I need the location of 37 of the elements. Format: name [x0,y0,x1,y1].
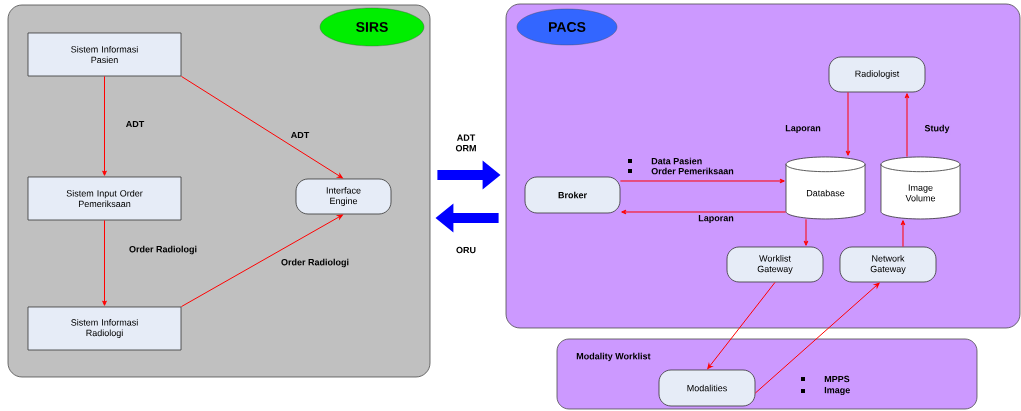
bullet-text: Data Pasien [651,157,702,165]
rounded-box: Worklist Gateway [726,246,824,283]
edge-label: Study [923,123,951,135]
arrow [102,219,107,306]
arrow [845,91,851,156]
arrow [180,214,343,308]
rounded-box: Interface Engine [295,178,392,215]
arrow [900,220,906,248]
bullet-text: MPPS [824,375,850,383]
rounded-box: Broker [524,176,621,214]
rounded-box: Network Gateway [839,246,937,283]
edge-label: Order Radiologi [280,257,350,269]
arrow [803,218,809,246]
process-box: Sistem Input Order Pemeriksaan [27,176,182,221]
arrow [707,281,776,370]
rounded-box: Modalities [658,369,756,407]
arrow [102,75,107,176]
edge-label: Laporan [784,123,822,134]
rounded-box: Radiologist [828,56,926,93]
edge-label: ADT [289,130,311,140]
process-box: Sistem Informasi Pasien [27,32,182,77]
edge-label: Order Radiologi [128,244,198,256]
arrow [180,75,343,179]
panel-title: Modality Worklist [576,352,651,362]
edge-label: ADT [124,119,146,129]
arrow [619,178,785,184]
bullet-text: Order Pemeriksaan [651,167,734,175]
bullet-text: Image [824,386,850,396]
arrow [904,93,910,158]
arrow [621,209,787,215]
edge-label: Laporan [697,213,735,224]
edge-label: ADT ORM [450,133,482,153]
process-box: Sistem Informasi Radiologi [27,306,182,351]
edge-label: ORU [455,245,477,255]
database-cylinder: Database [785,156,866,220]
database-cylinder: Image Volume [880,156,961,220]
arrow [754,282,880,394]
